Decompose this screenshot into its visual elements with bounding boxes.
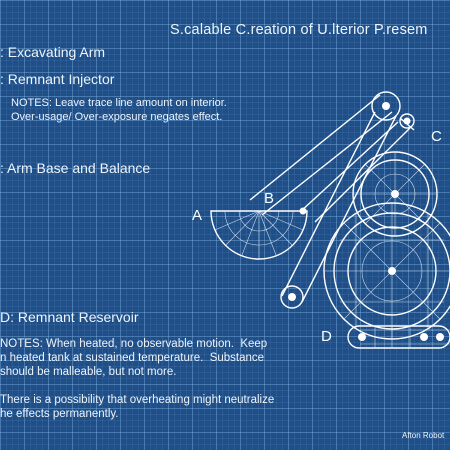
part-letter-d: D — [321, 328, 332, 345]
joint-dot — [436, 333, 444, 341]
joint-dot — [299, 207, 307, 215]
label-excavating-arm: : Excavating Arm — [0, 44, 106, 60]
blueprint-title: S.calable C.reation of U.lterior P.resem — [170, 22, 428, 38]
label-remnant-reservoir: D: Remnant Reservoir — [0, 309, 139, 325]
joint-dot — [420, 333, 428, 341]
part-letter-b: B — [264, 190, 275, 207]
part-letter-a: A — [192, 207, 203, 224]
reservoir-notes: NOTES: When heated, no observable motion… — [0, 338, 275, 420]
scoop-part-a — [210, 210, 308, 260]
label-remnant-injector: : Remnant Injector — [0, 71, 115, 87]
joint-dot — [288, 293, 296, 301]
part-letter-c: C — [431, 128, 442, 145]
author-credit: Afton Robot — [402, 431, 445, 440]
joint-dot — [388, 267, 396, 275]
joint-dot — [382, 102, 390, 110]
injector-notes: NOTES: Leave trace line amount on interi… — [11, 97, 227, 123]
joint-dot — [358, 333, 366, 341]
joint-dot — [403, 117, 411, 125]
joint-dot — [391, 190, 399, 198]
base-track — [347, 325, 450, 349]
label-arm-base: : Arm Base and Balance — [0, 160, 151, 176]
reservoir-drum — [323, 202, 450, 340]
